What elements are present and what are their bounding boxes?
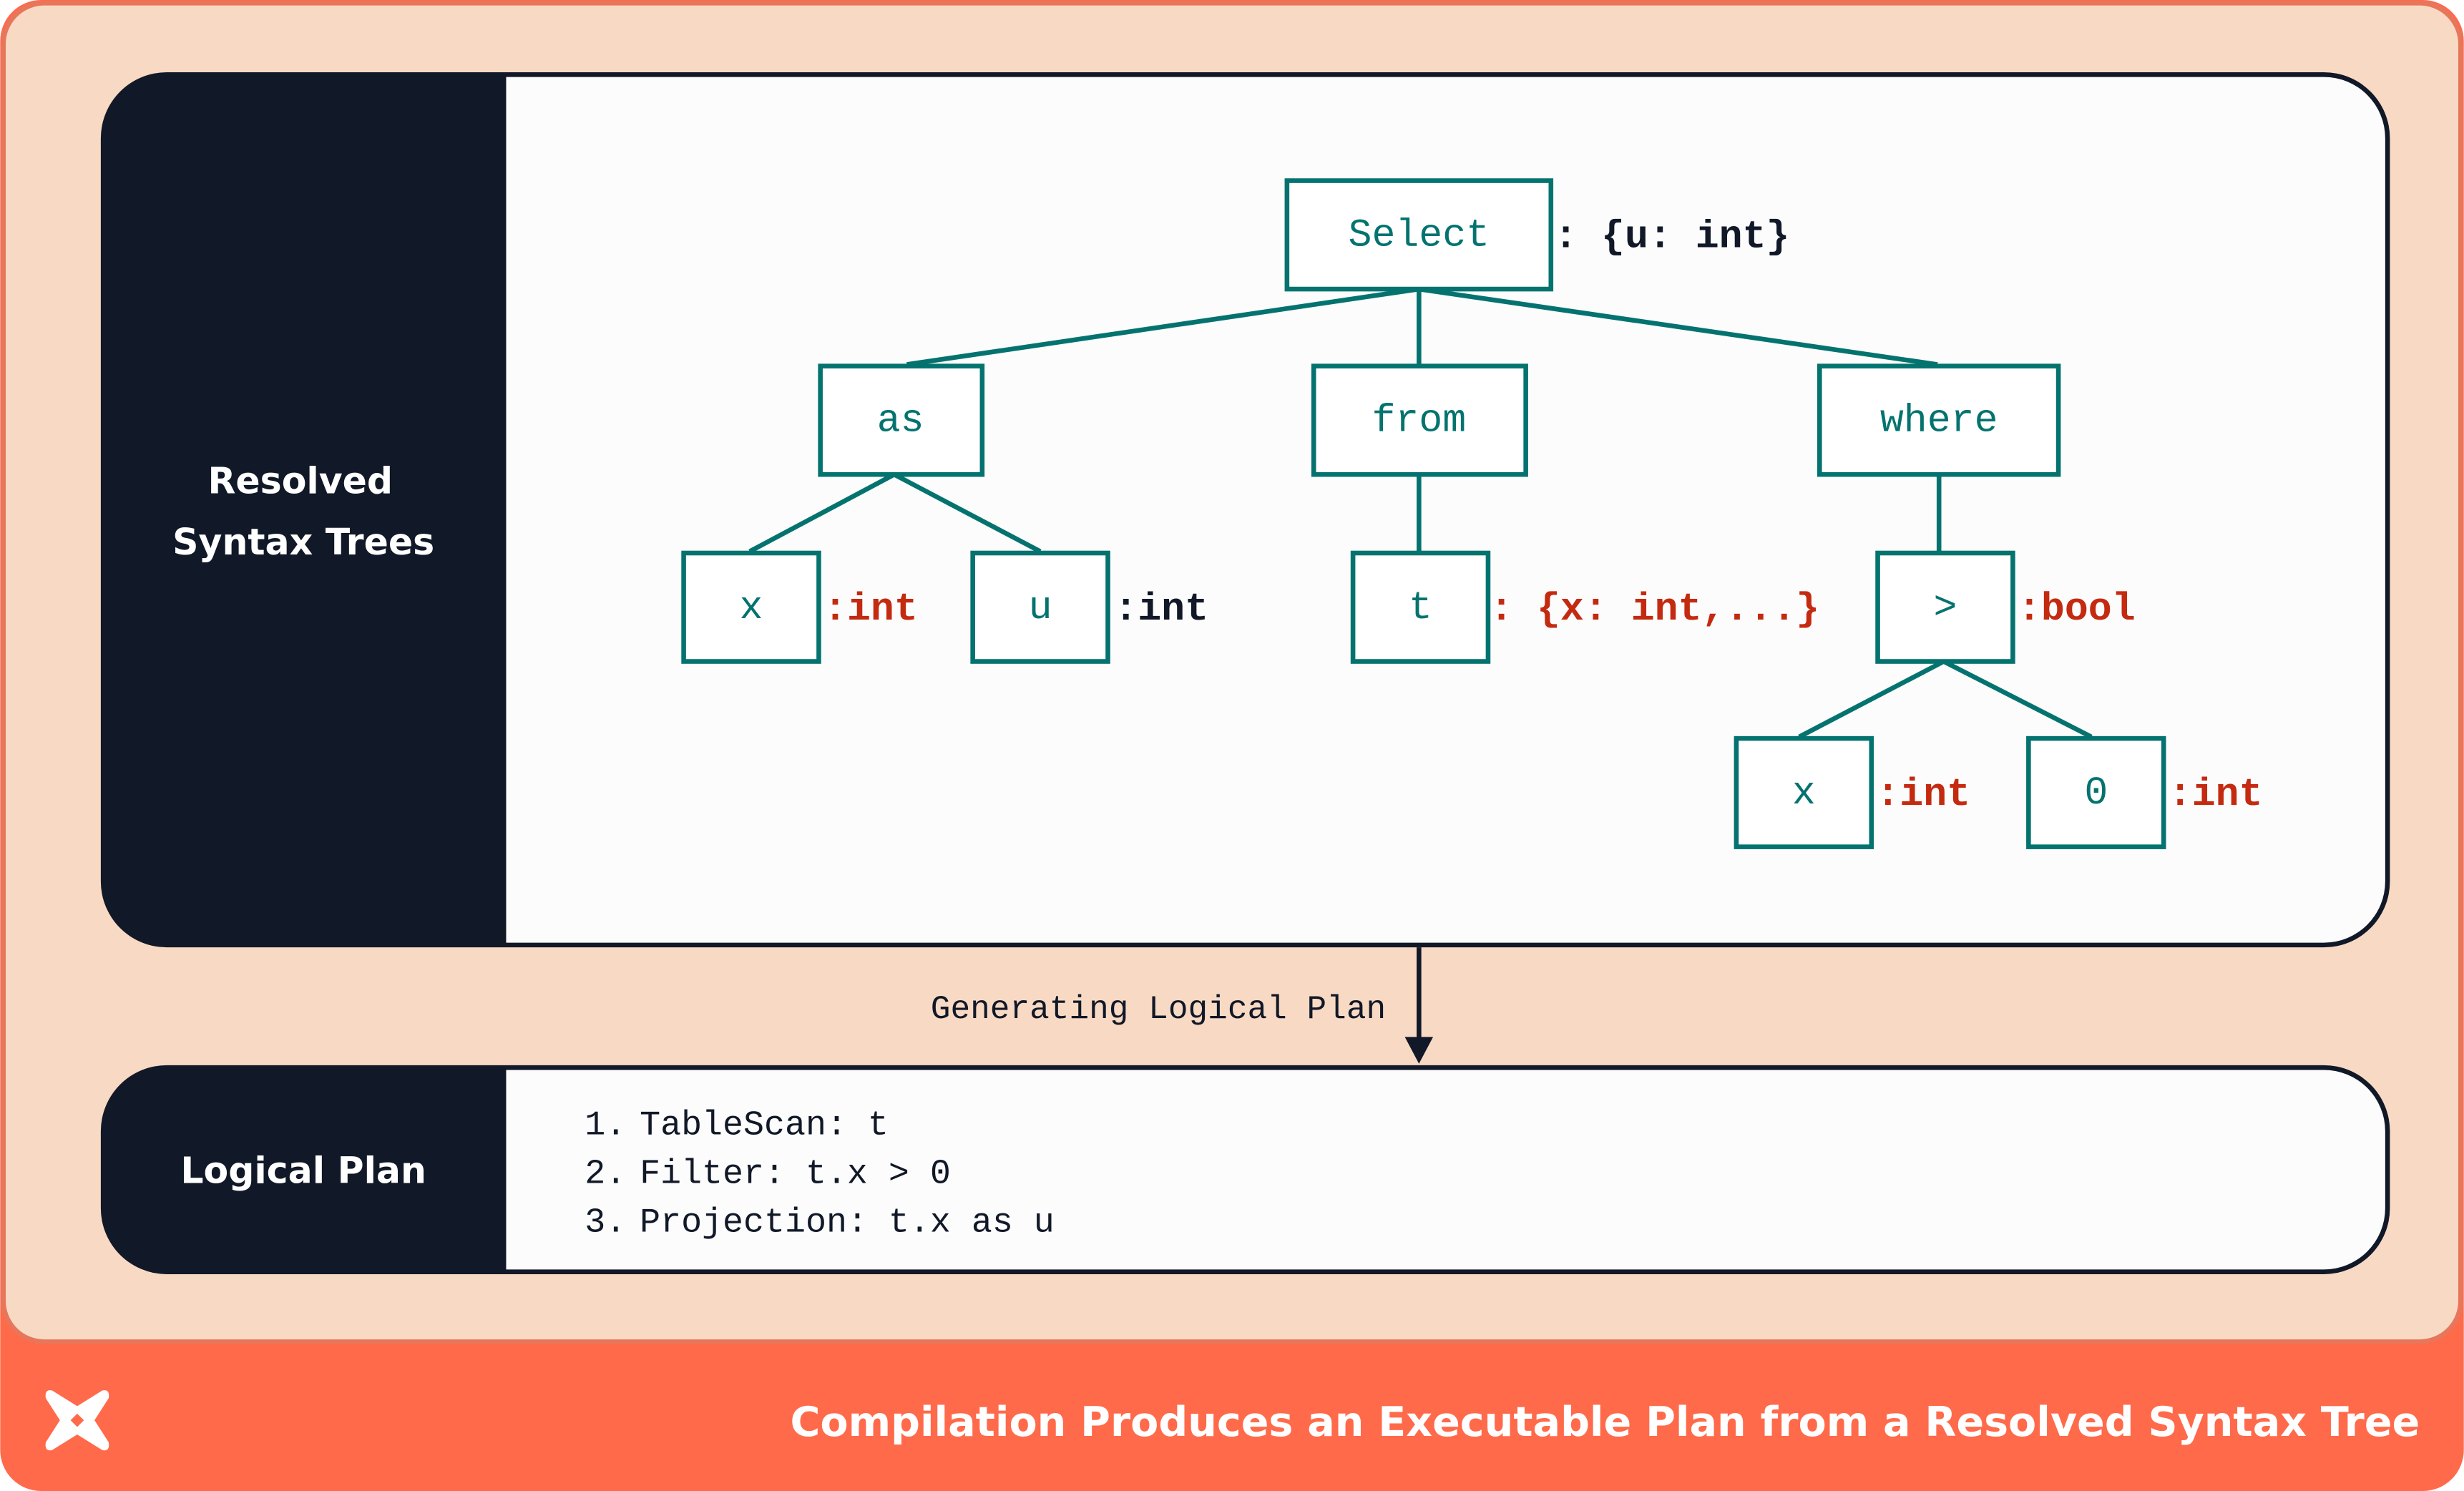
syntax-panel-label-line1: Resolved <box>208 460 393 502</box>
svg-text:Select: Select <box>1349 213 1490 258</box>
svg-text:Projection: t.x as u: Projection: t.x as u <box>640 1203 1055 1243</box>
node-greater-than: > <box>1875 550 2015 664</box>
syntax-tree-panel: Resolved Syntax Trees Select as from whe… <box>100 72 2390 948</box>
node-t: t <box>1350 550 1491 664</box>
svg-text:t: t <box>1409 586 1432 630</box>
node-select: Select <box>1284 178 1554 292</box>
node-where: where <box>1817 363 2061 477</box>
tree-edges <box>748 286 2093 739</box>
footer-caption: Compilation Produces an Executable Plan … <box>791 1399 2420 1446</box>
node-zero: 0 <box>2026 735 2166 849</box>
node-as: as <box>818 363 985 477</box>
svg-text:as: as <box>877 399 924 444</box>
svg-text:x: x <box>1792 771 1816 816</box>
svg-text:1.: 1. <box>585 1106 626 1145</box>
type-u: :int <box>1114 587 1208 632</box>
plan-step: 1. TableScan: t <box>585 1106 889 1145</box>
svg-text:x: x <box>740 586 763 630</box>
svg-text:0: 0 <box>2084 771 2108 816</box>
type-t: : {x: int,...} <box>1490 587 1819 632</box>
generate-arrow <box>1404 947 1434 1064</box>
logical-plan-label: Logical Plan <box>180 1150 426 1192</box>
logo-icon <box>45 1390 109 1451</box>
syntax-panel-label-line2: Syntax Trees <box>172 521 434 563</box>
svg-text:u: u <box>1029 586 1052 630</box>
type-x-compare: :int <box>1876 773 1970 817</box>
plan-step: 2. Filter: t.x > 0 <box>585 1155 951 1194</box>
type-greater-than: :bool <box>2018 587 2136 632</box>
logical-plan-panel: Logical Plan 1. TableScan: t 2. Filter: … <box>100 1065 2390 1274</box>
node-x: x <box>681 550 821 664</box>
svg-text:Filter: t.x > 0: Filter: t.x > 0 <box>640 1155 951 1194</box>
node-x-compare: x <box>1734 735 1874 849</box>
node-from: from <box>1311 363 1528 477</box>
type-select: : {u: int} <box>1554 215 1789 260</box>
svg-text:from: from <box>1372 399 1466 444</box>
svg-text:TableScan: t: TableScan: t <box>640 1106 889 1145</box>
type-x: :int <box>823 587 918 632</box>
type-zero: :int <box>2169 773 2263 817</box>
svg-text:>: > <box>1934 586 1957 630</box>
svg-text:3.: 3. <box>585 1203 626 1243</box>
svg-text:where: where <box>1880 399 1998 444</box>
plan-step: 3. Projection: t.x as u <box>585 1203 1055 1243</box>
svg-text:2.: 2. <box>585 1155 626 1194</box>
arrow-label: Generating Logical Plan <box>931 991 1386 1028</box>
node-u: u <box>970 550 1110 664</box>
